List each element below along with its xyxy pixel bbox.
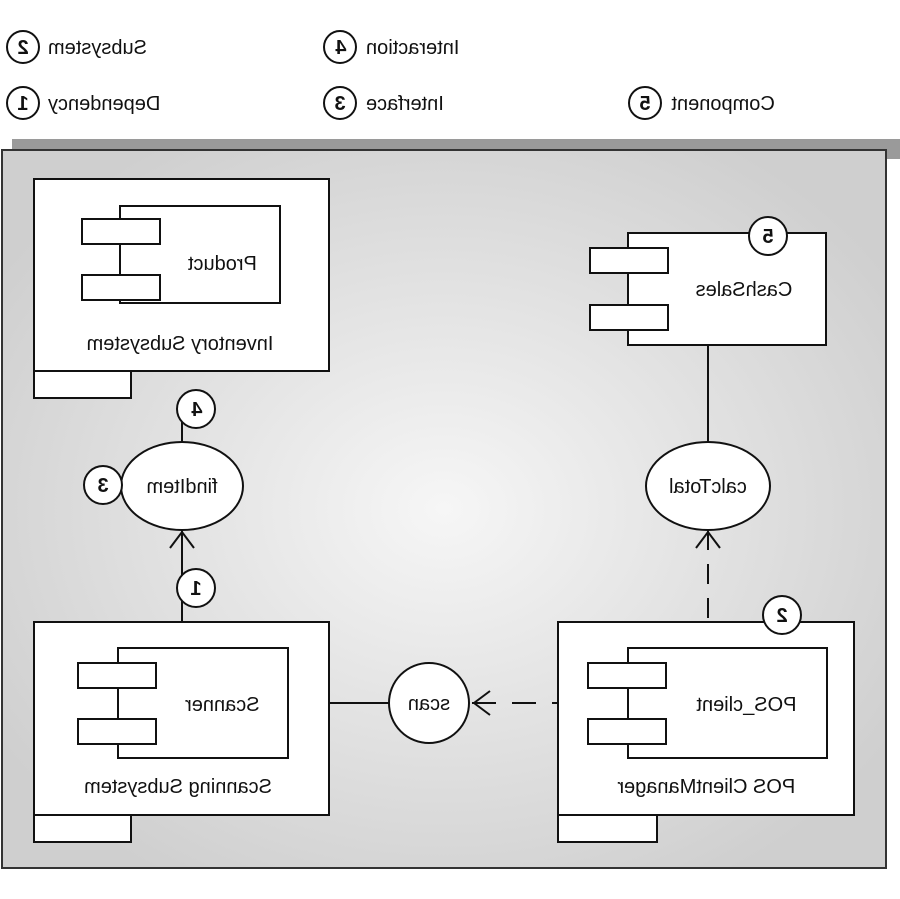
callout-circle — [83, 465, 123, 505]
legend-label: Dependency — [48, 93, 160, 115]
legend-number: 2 — [17, 37, 28, 59]
dependency-arrowhead — [695, 530, 721, 549]
scanner-component: Scanner — [77, 647, 289, 759]
subsystem-tab — [557, 814, 658, 843]
pos-client-component: POS_client — [587, 647, 828, 759]
legend-number: 4 — [334, 37, 346, 59]
subsystem-tab — [33, 814, 132, 843]
legend-item-interface: 3 Interface — [323, 86, 444, 120]
subsystem-label: Inventory Subsystem — [87, 333, 274, 355]
pos-clientmanager-subsystem: POS ClientManager POS_client — [557, 621, 855, 843]
component-port — [589, 304, 669, 331]
callout-3: 3 — [83, 465, 123, 505]
cashsales-component: CashSales — [589, 232, 827, 346]
component-port — [77, 662, 157, 689]
interface-label: scan — [408, 693, 450, 715]
callout-number: 2 — [776, 605, 787, 627]
component-port — [589, 247, 669, 274]
callout-number: 5 — [762, 226, 773, 248]
component-port — [77, 718, 157, 745]
legend-number: 3 — [334, 93, 345, 115]
interface-ellipse — [645, 441, 771, 531]
component-label: Product — [188, 253, 257, 275]
callout-number: 4 — [190, 399, 202, 421]
callout-number: 3 — [97, 475, 108, 497]
scanning-subsystem: Scanning Subsystem Scanner — [33, 621, 330, 843]
callout-5: 5 — [748, 216, 788, 256]
callout-circle — [748, 216, 788, 256]
finditem-interface: findItem — [120, 441, 244, 531]
legend-callout-circle — [628, 86, 662, 120]
component-port — [81, 274, 161, 301]
callout-circle — [762, 595, 802, 635]
dependency-arrowhead — [472, 690, 491, 716]
legend-number: 5 — [639, 93, 650, 115]
subsystem-tab — [33, 370, 132, 399]
legend-label: Interaction — [366, 37, 459, 59]
legend-callout-circle — [323, 30, 357, 64]
legend-label: Interface — [366, 93, 444, 115]
subsystem-label: POS ClientManager — [617, 776, 795, 798]
callout-4: 4 — [176, 389, 216, 429]
subsystem-label: Scanning Subsystem — [84, 776, 272, 798]
callout-circle — [176, 389, 216, 429]
scan-interface: scan — [388, 662, 470, 744]
interface-label: findItem — [146, 476, 217, 498]
component-port — [81, 218, 161, 245]
interface-label: calcTotal — [669, 476, 747, 498]
legend-item-component: 5 Component — [628, 86, 775, 120]
callout-circle — [176, 568, 216, 608]
component-port — [587, 662, 667, 689]
calctotal-interface: calcTotal — [645, 441, 771, 531]
legend-number: 1 — [17, 93, 28, 115]
legend-item-dependency: 1 Dependency — [6, 86, 160, 120]
legend-callout-circle — [6, 86, 40, 120]
callout-1: 1 — [176, 568, 216, 608]
legend: 2 Subsystem 4 Interaction 1 Dependency 3… — [6, 30, 775, 120]
legend-callout-circle — [6, 30, 40, 64]
callout-number: 1 — [190, 578, 201, 600]
callout-2: 2 — [762, 595, 802, 635]
component-port — [587, 718, 667, 745]
interface-circle — [388, 662, 470, 744]
legend-label: Subsystem — [48, 37, 147, 59]
component-label: POS_client — [696, 694, 796, 716]
component-label: Scanner — [185, 694, 260, 716]
product-component: Product — [81, 205, 281, 304]
component-label: CashSales — [696, 279, 793, 301]
legend-item-interaction: 4 Interaction — [323, 30, 459, 64]
legend-item-subsystem: 2 Subsystem — [6, 30, 147, 64]
inventory-subsystem: Inventory Subsystem Product — [33, 178, 330, 399]
dependency-arrowhead — [169, 530, 195, 549]
legend-label: Component — [671, 93, 775, 115]
legend-callout-circle — [323, 86, 357, 120]
